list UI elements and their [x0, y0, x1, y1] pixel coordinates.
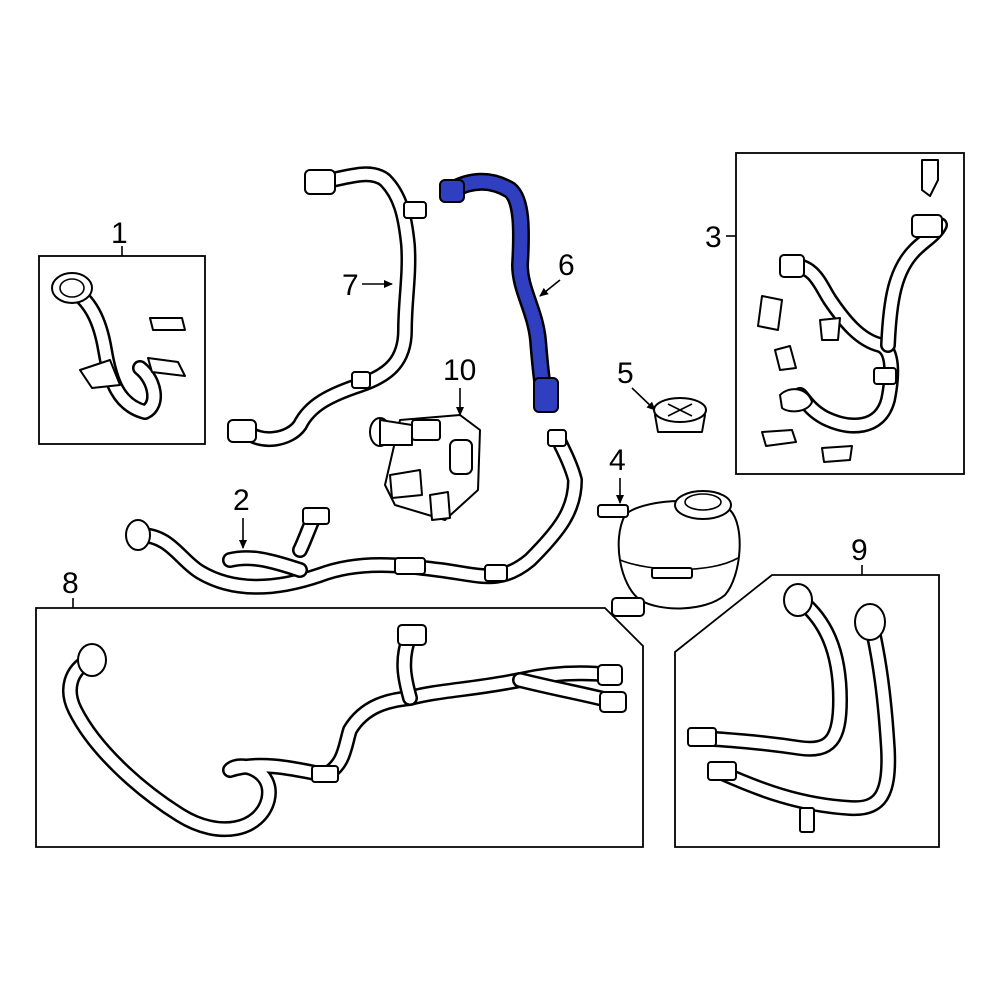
part-4-group[interactable]: 4: [597, 444, 741, 617]
part-6-hose-fill: [445, 175, 552, 407]
part-8-hose: [62, 624, 627, 838]
part-5-cap: [653, 397, 707, 433]
part-2-hose: [125, 429, 583, 595]
callout-4[interactable]: 4: [609, 444, 626, 477]
callout-5[interactable]: 5: [617, 357, 634, 390]
part-3-hose: [757, 159, 948, 463]
part-6-end-upper: [439, 179, 465, 203]
part-8-box: [35, 607, 644, 848]
part-4-reservoir: [597, 490, 741, 617]
part-6-group[interactable]: 6: [439, 172, 575, 413]
part-1-group[interactable]: 1: [38, 217, 206, 445]
part-9-hose: [687, 583, 897, 833]
part-5-group[interactable]: 5: [617, 357, 707, 433]
part-6-end-lower: [533, 377, 559, 413]
part-7-group[interactable]: 7: [227, 166, 427, 448]
callout-10[interactable]: 10: [443, 354, 476, 387]
part-3-group[interactable]: 3: [705, 152, 965, 475]
callout-2[interactable]: 2: [233, 484, 250, 517]
callout-9[interactable]: 9: [851, 534, 868, 567]
part-10-group[interactable]: 10: [369, 354, 481, 521]
part-10-housing: [369, 414, 481, 521]
part-8-group[interactable]: 8: [35, 567, 644, 848]
part-2-group[interactable]: 2: [125, 429, 583, 595]
callout-1[interactable]: 1: [111, 217, 128, 250]
part-5-leader: [631, 387, 656, 411]
callout-8[interactable]: 8: [62, 567, 79, 600]
callout-7[interactable]: 7: [342, 269, 359, 302]
part-3-box: [735, 152, 965, 475]
part-1-hose: [51, 272, 186, 420]
part-6-hose: [439, 172, 559, 413]
part-9-box: [674, 574, 940, 848]
part-9-group[interactable]: 9: [674, 534, 940, 848]
callout-3[interactable]: 3: [705, 221, 722, 254]
callout-6[interactable]: 6: [558, 249, 575, 282]
part-7-hose: [227, 166, 427, 448]
part-6-leader: [539, 279, 561, 297]
